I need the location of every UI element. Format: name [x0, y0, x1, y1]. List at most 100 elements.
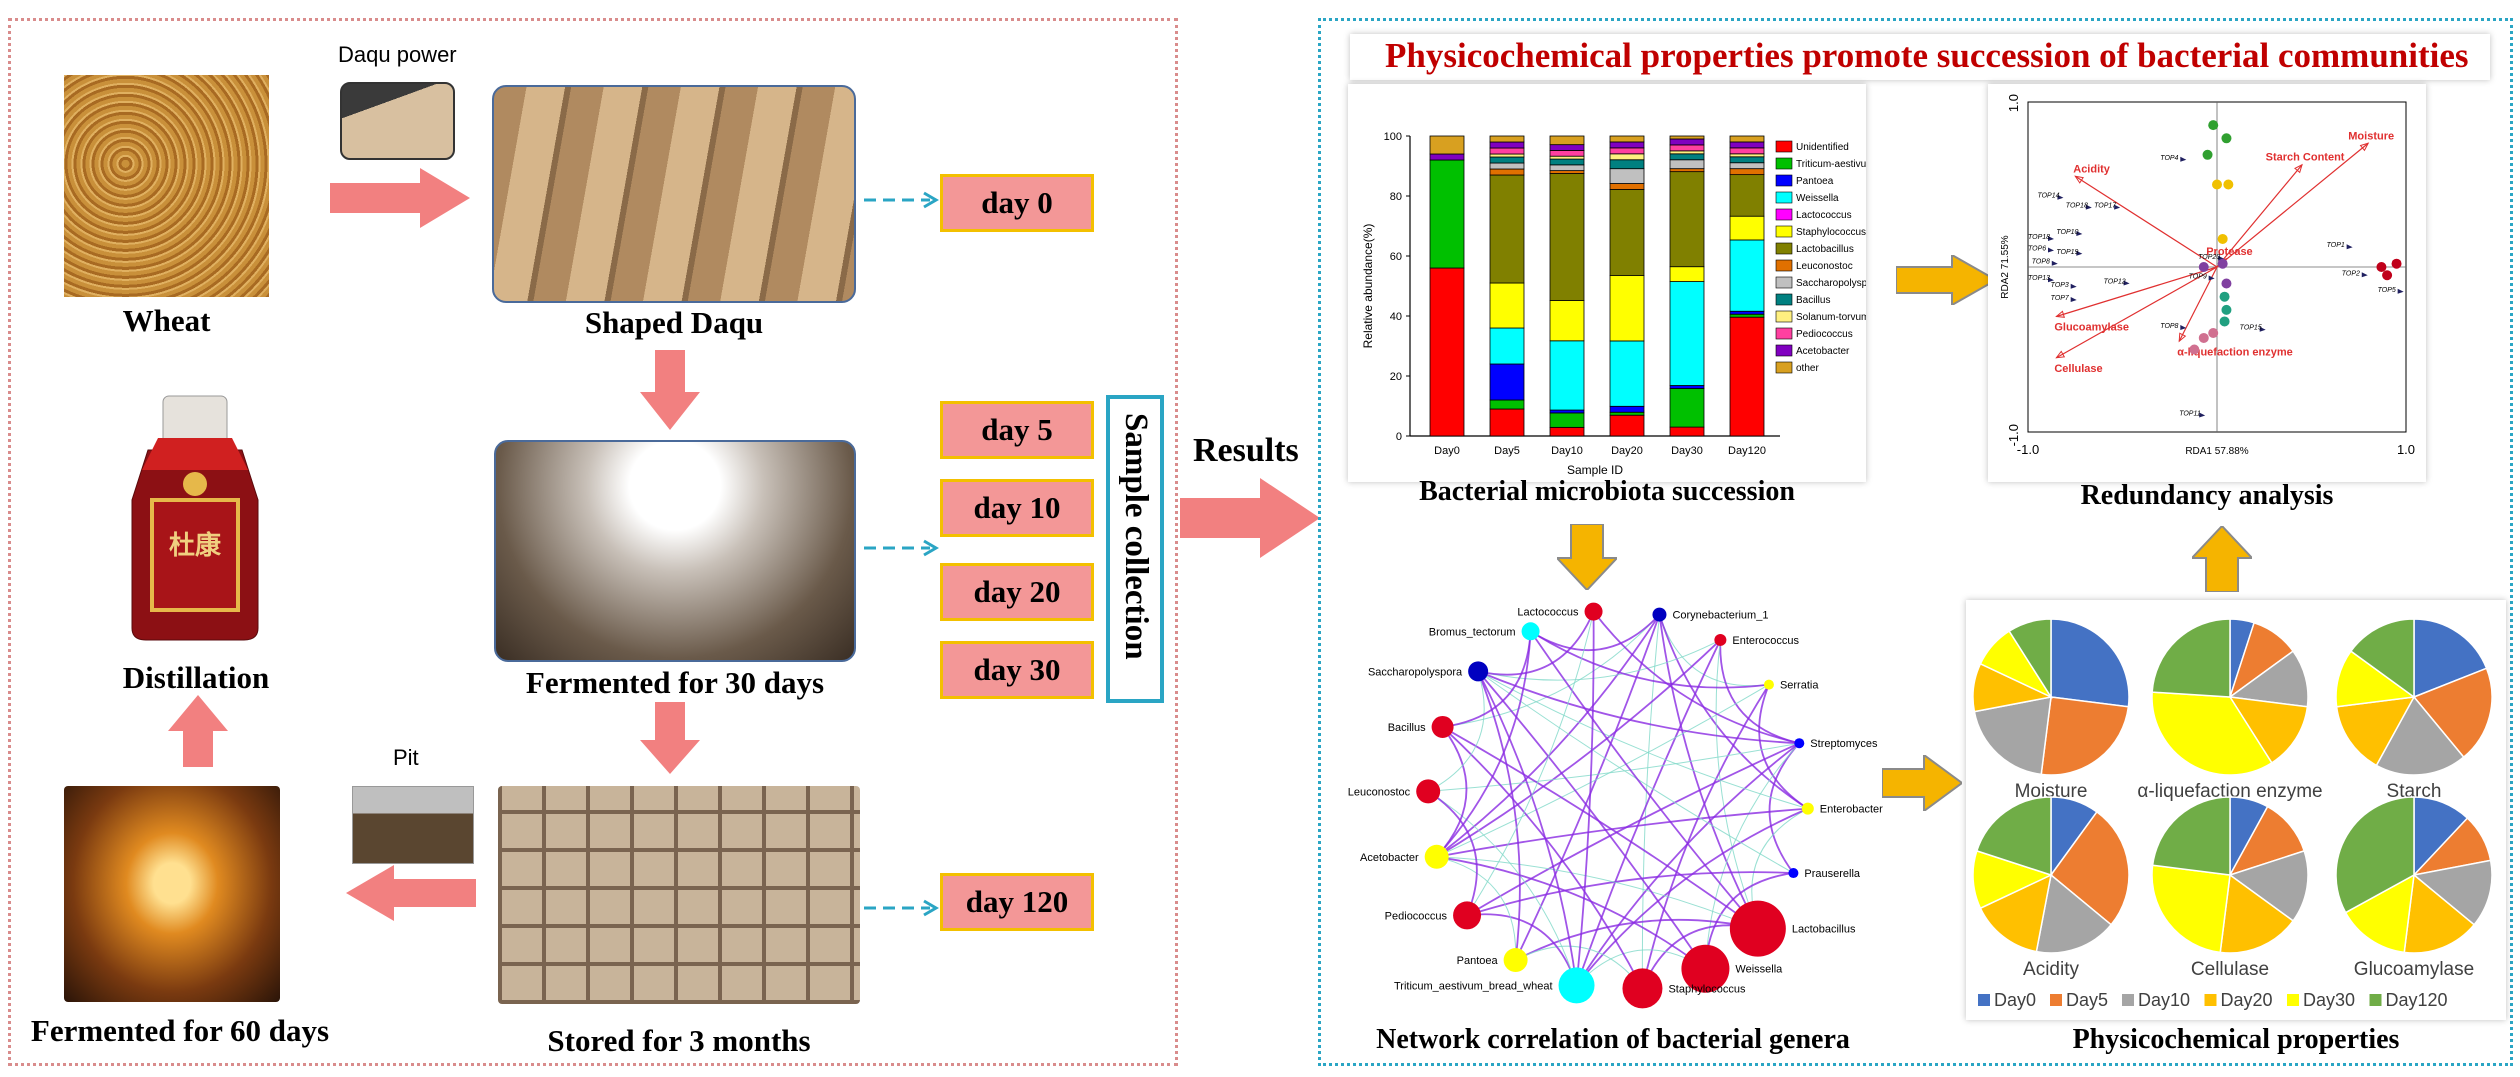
bar-segment: [1549, 155, 1585, 160]
bar-segment: [1549, 144, 1585, 151]
rda-otu-marker: [2076, 231, 2083, 236]
pie-slice: [2412, 667, 2493, 759]
bar-segment: [1729, 162, 1765, 170]
bar-legend-swatch: [1775, 242, 1793, 255]
network-caption: Network correlation of bacterial genera: [1376, 1024, 1850, 1055]
bar-segment: [1609, 153, 1645, 161]
bar-segment: [1609, 135, 1645, 143]
pie-slice: [2151, 691, 2273, 776]
bar-legend-label: Triticum-aestivum-bread-wheat: [1796, 159, 1866, 170]
pie-slice: [1979, 873, 2053, 953]
network-node: [1468, 661, 1489, 682]
bar-legend-swatch: [1775, 361, 1793, 374]
bar-segment: [1729, 147, 1765, 155]
bar-legend-label: Staphylococcus: [1796, 227, 1866, 238]
bar-segment: [1729, 215, 1765, 241]
bar-segment: [1489, 141, 1525, 149]
rda-y-tick-label: 1.0: [2006, 94, 2021, 112]
rda-sample-point: [2382, 270, 2393, 281]
bar-segment: [1669, 159, 1705, 170]
network-edge: [1466, 871, 1794, 917]
rda-vector-head: [2074, 175, 2084, 184]
rda-otu-marker: [2199, 412, 2206, 418]
bar-segment: [1429, 153, 1465, 161]
rda-sample-point: [2212, 179, 2222, 190]
pie-legend-label: Day5: [2066, 990, 2108, 1010]
pie-legend-label: Day20: [2221, 990, 2273, 1010]
day-30-box: day 30: [940, 641, 1094, 699]
rda-otu-marker: [2070, 283, 2077, 289]
rda-vector-label: Glucoamylase: [2054, 322, 2129, 334]
bar-legend-label: Leuconostoc: [1796, 261, 1853, 272]
network-node: [1801, 802, 1814, 815]
pie-slice: [2151, 796, 2231, 876]
gold-arrow-network-to-pies: [1882, 755, 1962, 811]
bar-segment: [1729, 174, 1765, 217]
pie-legend-swatch: [2369, 994, 2382, 1006]
rda-vector-head: [2294, 163, 2303, 174]
rda-otu-label: TOP3: [2051, 282, 2069, 289]
pie-slice: [2151, 864, 2231, 954]
bar-segment: [1489, 162, 1525, 170]
rda-vector-label: Protease: [2206, 246, 2252, 258]
rda-otu-label: TOP11: [2179, 411, 2201, 418]
rda-caption: Redundancy analysis: [2080, 480, 2334, 511]
bar-segment: [1429, 159, 1465, 269]
network-edge: [1575, 807, 1809, 986]
network-edge: [1658, 614, 1770, 687]
bar-legend-label: Lactococcus: [1796, 210, 1852, 221]
rda-otu-label: TOP7: [2051, 295, 2070, 302]
pie-legend-swatch: [2122, 994, 2134, 1006]
network-node: [1584, 602, 1603, 621]
network-edge: [1575, 639, 1722, 986]
network-edge: [1436, 856, 1517, 961]
network-node: [1521, 622, 1540, 641]
network-node: [1416, 779, 1441, 804]
bar-legend-swatch: [1775, 310, 1793, 323]
gold-arrow-pies-to-rda: [2192, 526, 2252, 592]
rda-vector-head: [2055, 310, 2066, 318]
network-node-label: Lactobacillus: [1792, 924, 1856, 936]
pie-slice: [2050, 618, 2130, 708]
bar-segment: [1489, 135, 1525, 143]
bar-legend-label: Acetobacter: [1796, 346, 1850, 357]
bar-segment: [1729, 239, 1765, 312]
network-edge: [1436, 684, 1770, 858]
network-edge: [1466, 742, 1800, 917]
network-edge: [1592, 611, 1800, 745]
title-banner: [1350, 34, 2490, 80]
bar-segment: [1489, 399, 1525, 410]
pie-slice: [2335, 796, 2415, 914]
day-10-box: day 10: [940, 479, 1094, 537]
network-edge: [1658, 614, 1759, 930]
results-label: Results: [1193, 432, 1299, 469]
bar-legend-label: other: [1796, 363, 1819, 374]
day-0-box: day 0: [940, 174, 1094, 232]
network-edge: [1575, 611, 1595, 986]
bar-category-label: Day0: [1434, 445, 1460, 457]
day-120-box: day 120: [940, 873, 1094, 931]
rda-sample-point: [2217, 233, 2228, 244]
rda-sample-point: [2219, 291, 2230, 302]
bar-legend-swatch: [1775, 293, 1793, 306]
rda-sample-point: [2376, 262, 2387, 272]
rda-otu-label: TOP12: [2104, 279, 2126, 286]
bar-category-label: Day120: [1728, 445, 1766, 457]
rda-sample-point: [2223, 179, 2234, 190]
network-edge: [1436, 855, 1706, 970]
bar-segment: [1729, 156, 1765, 164]
bar-legend-swatch: [1775, 259, 1793, 272]
network-node-label: Prauserella: [1804, 868, 1861, 880]
sample-collection-label: Sample collection: [1118, 413, 1154, 660]
network-node-label: Lactococcus: [1517, 607, 1579, 619]
network-node: [1652, 607, 1667, 622]
pie-slice: [2413, 618, 2488, 699]
rda-otu-marker: [2397, 288, 2404, 294]
network-edge: [1442, 726, 1759, 930]
network-node: [1424, 844, 1449, 869]
pie-caption: Physicochemical properties: [2072, 1024, 2400, 1055]
network-edge: [1530, 630, 1770, 689]
wheat-photo: [64, 75, 269, 297]
